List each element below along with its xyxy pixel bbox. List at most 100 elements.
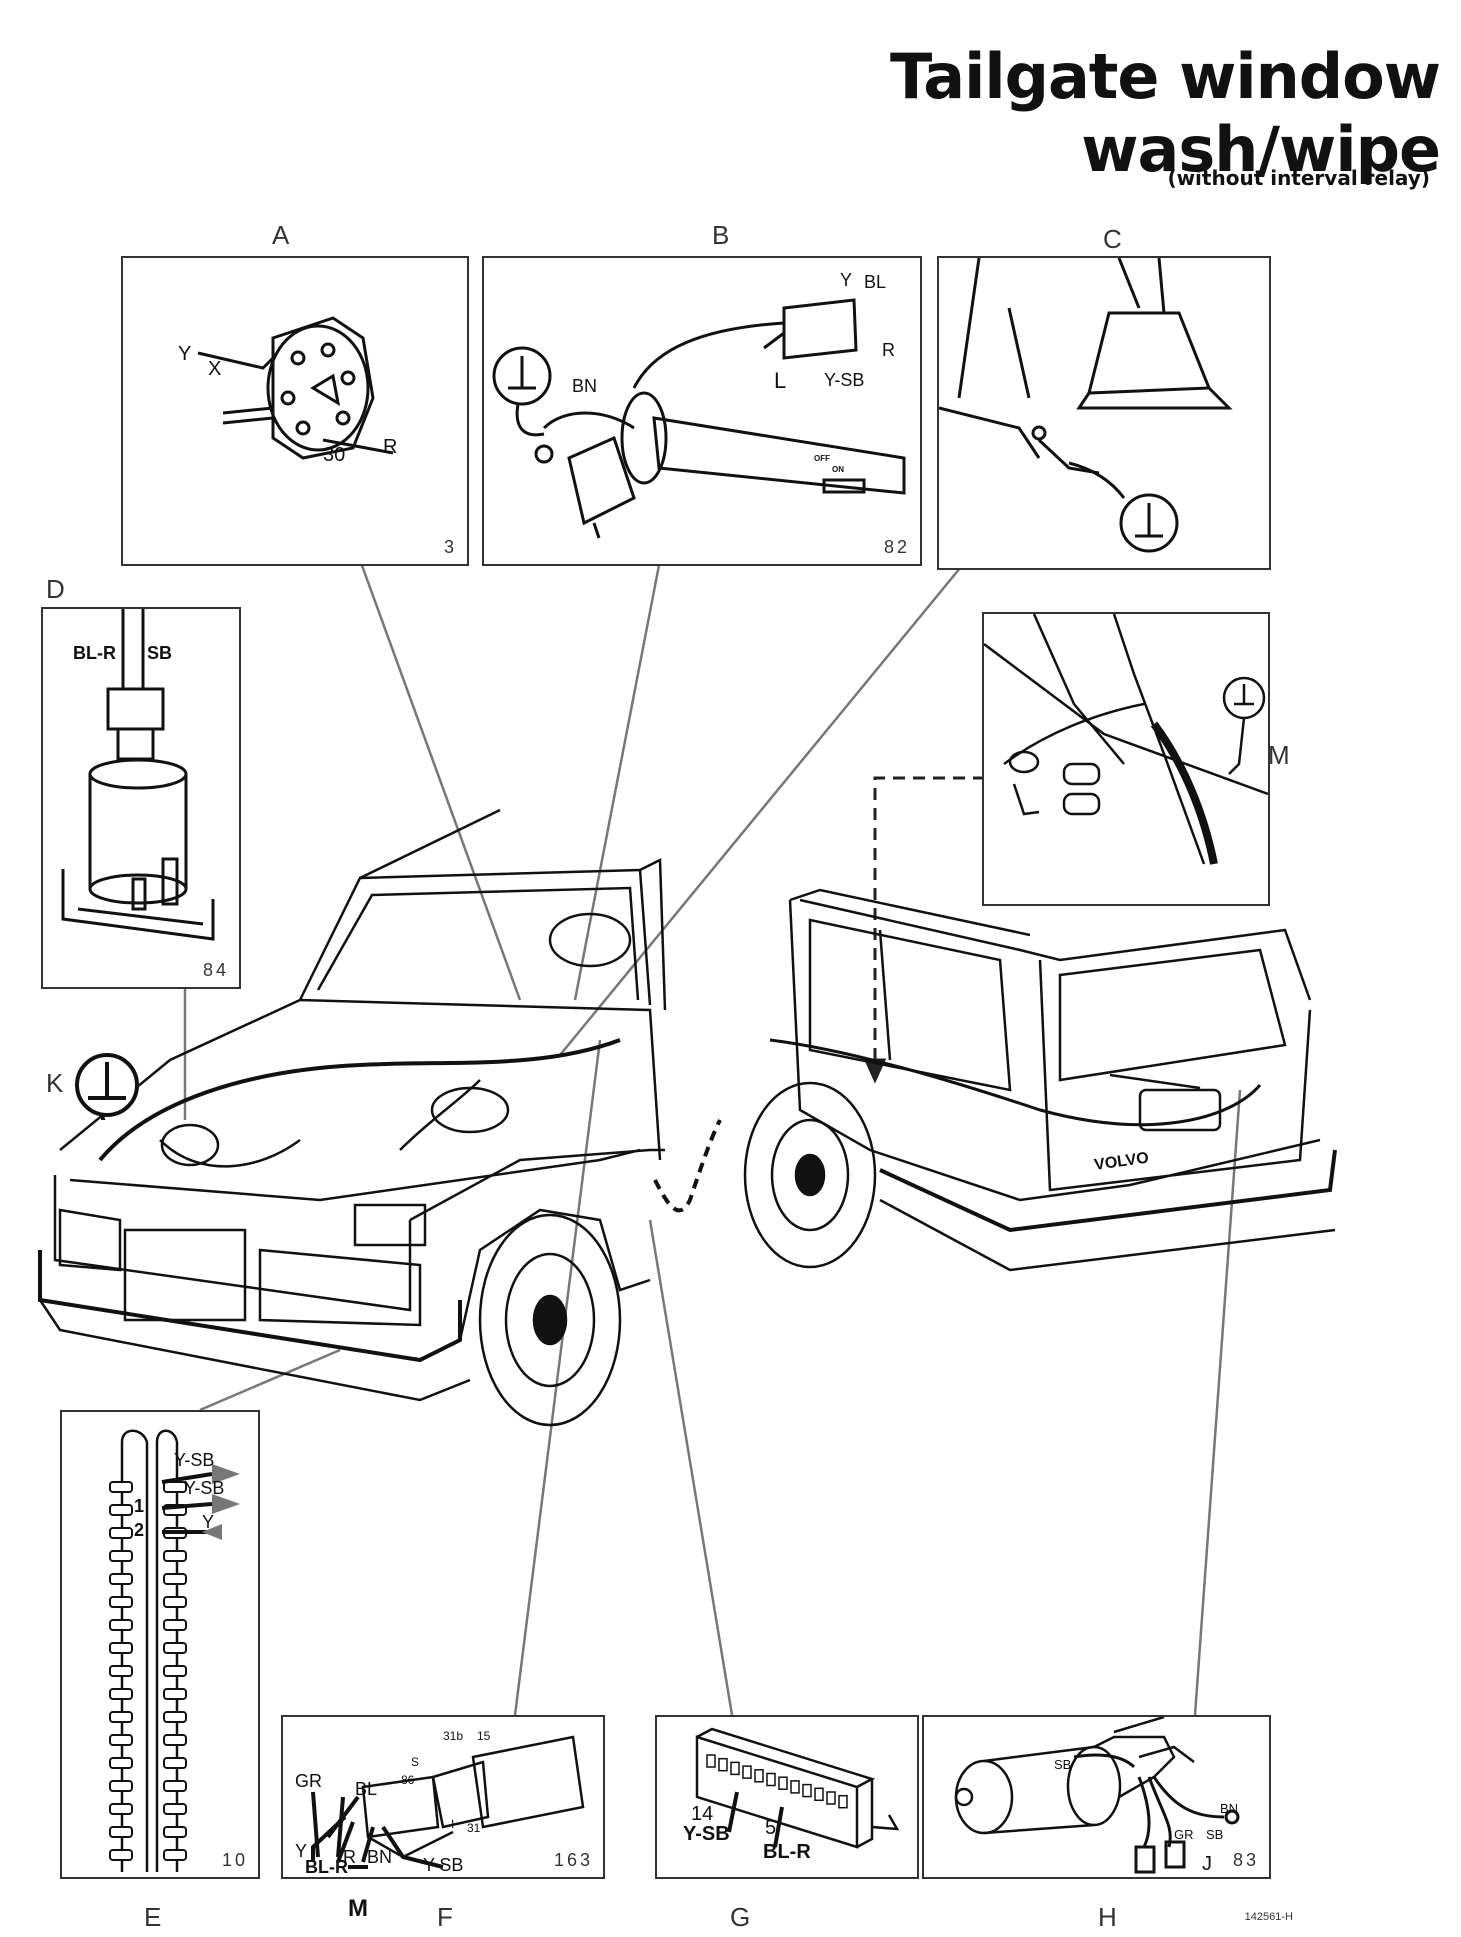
panel-letter-k: K bbox=[46, 1068, 64, 1098]
label-b-r: R bbox=[882, 340, 895, 360]
panel-letter-g: G bbox=[730, 1902, 751, 1932]
terminal-block bbox=[109, 1803, 133, 1815]
terminal-block bbox=[109, 1688, 133, 1700]
label-h-sb-1: SB bbox=[1054, 1757, 1072, 1772]
panel-g: 14 Y-SB 5 BL-R bbox=[655, 1715, 919, 1879]
terminal-block bbox=[163, 1550, 187, 1562]
terminal-block bbox=[163, 1734, 187, 1746]
panel-d: BL-R SB 84 bbox=[41, 607, 241, 989]
label-30: 30 bbox=[323, 444, 346, 466]
panel-letter-m: M bbox=[1268, 740, 1290, 770]
label-e-y: Y bbox=[202, 1512, 215, 1532]
label-e-2: 2 bbox=[134, 1520, 145, 1540]
label-f-gr: GR bbox=[295, 1771, 322, 1791]
label-b-y-sb: Y-SB bbox=[824, 370, 865, 390]
label-b-bn: BN bbox=[572, 376, 598, 396]
front-car bbox=[38, 808, 722, 1427]
connector-slot bbox=[814, 1787, 824, 1802]
label-f-15: 15 bbox=[477, 1729, 491, 1743]
terminal-block bbox=[163, 1573, 187, 1585]
terminal-block bbox=[109, 1573, 133, 1585]
terminal-block bbox=[109, 1711, 133, 1723]
label-f-m: M bbox=[348, 1895, 368, 1922]
panel-a: Y X 30 R 3 bbox=[121, 256, 469, 566]
label-d-sb: SB bbox=[147, 643, 173, 663]
label-b-bl: BL bbox=[864, 272, 887, 292]
terminal-block bbox=[109, 1757, 133, 1769]
connector-slot bbox=[718, 1757, 728, 1772]
terminal-block bbox=[163, 1826, 187, 1838]
connector-slot bbox=[754, 1769, 764, 1783]
terminal-block bbox=[109, 1527, 133, 1539]
label-f-y-sb: Y-SB bbox=[423, 1855, 464, 1875]
terminal-block bbox=[109, 1734, 133, 1746]
terminal-block bbox=[109, 1642, 133, 1654]
label-b-y: Y bbox=[840, 270, 853, 290]
terminal-block bbox=[109, 1481, 133, 1493]
label-e-1: 1 bbox=[134, 1496, 145, 1516]
panel-letter-e: E bbox=[144, 1902, 162, 1932]
label-d-bl-r: BL-R bbox=[73, 643, 116, 663]
panel-letter-d: D bbox=[46, 574, 65, 604]
terminal-block bbox=[163, 1803, 187, 1815]
connector-slot bbox=[742, 1765, 752, 1779]
terminal-block bbox=[109, 1596, 133, 1608]
terminal-block bbox=[109, 1504, 133, 1516]
label-h-j: J bbox=[1202, 1853, 1212, 1875]
terminal-block bbox=[163, 1711, 187, 1723]
label-f-31b: 31b bbox=[443, 1729, 464, 1743]
page-title: Tailgate window wash/wipe bbox=[889, 40, 1441, 186]
label-f-r: R bbox=[343, 1847, 356, 1867]
panel-number-f: 163 bbox=[553, 1850, 593, 1870]
connector-slot bbox=[838, 1794, 848, 1809]
panel-e: Y-SB Y-SB Y 1 2 10 bbox=[60, 1410, 260, 1879]
terminal-block bbox=[109, 1849, 133, 1861]
connector-slot bbox=[790, 1780, 800, 1794]
label-h-gr: GR bbox=[1174, 1827, 1194, 1842]
terminal-block bbox=[163, 1619, 187, 1631]
panel-f: GR BL Y R BN Y-SB BL-R 31b 15 S 86 31 I … bbox=[281, 1715, 605, 1879]
label-g-14: 14 bbox=[691, 1803, 714, 1825]
label-f-i: I bbox=[451, 1817, 455, 1831]
connector-slot bbox=[802, 1783, 812, 1798]
label-f-bl-r: BL-R bbox=[305, 1857, 348, 1877]
label-f-bl: BL bbox=[355, 1779, 378, 1799]
terminal-block bbox=[163, 1849, 187, 1861]
page-subtitle: (without interval relay) bbox=[1167, 166, 1430, 190]
terminal-block bbox=[163, 1780, 187, 1792]
label-h-bn: BN bbox=[1220, 1801, 1239, 1816]
terminal-block bbox=[109, 1780, 133, 1792]
label-f-86: 86 bbox=[401, 1773, 415, 1787]
connector-slot bbox=[778, 1776, 788, 1790]
terminal-block bbox=[163, 1642, 187, 1654]
terminal-block bbox=[109, 1550, 133, 1562]
label-f-s: S bbox=[411, 1755, 420, 1769]
document-reference: 142561-H bbox=[1244, 1911, 1293, 1923]
terminal-block bbox=[163, 1757, 187, 1769]
panel-h: SB BN GR SB J 83 bbox=[922, 1715, 1271, 1879]
label-y: Y bbox=[178, 343, 192, 365]
panel-number-h: 83 bbox=[1232, 1850, 1259, 1870]
panel-number-d: 84 bbox=[202, 960, 229, 980]
rear-car bbox=[743, 888, 1337, 1272]
panel-letter-h: H bbox=[1098, 1902, 1117, 1932]
terminal-block bbox=[163, 1688, 187, 1700]
terminal-block bbox=[109, 1665, 133, 1677]
terminal-block bbox=[163, 1665, 187, 1677]
label-h-sb-2: SB bbox=[1206, 1827, 1224, 1842]
car-brand-text: VOLVO bbox=[1093, 1149, 1150, 1173]
panel-letter-c: C bbox=[1103, 224, 1122, 254]
label-b-l: L bbox=[774, 368, 787, 393]
panel-number-e: 10 bbox=[221, 1850, 248, 1870]
label-x: X bbox=[208, 358, 222, 380]
panel-number-a: 3 bbox=[443, 537, 457, 557]
panel-c bbox=[937, 256, 1271, 570]
label-b-off: OFF bbox=[814, 454, 830, 463]
label-f-y: Y bbox=[295, 1841, 308, 1861]
label-b-on: ON bbox=[832, 465, 844, 474]
terminal-block bbox=[163, 1596, 187, 1608]
label-g-bl-r: BL-R bbox=[763, 1841, 811, 1863]
terminal-block bbox=[109, 1619, 133, 1631]
panel-letter-a: A bbox=[272, 220, 290, 250]
